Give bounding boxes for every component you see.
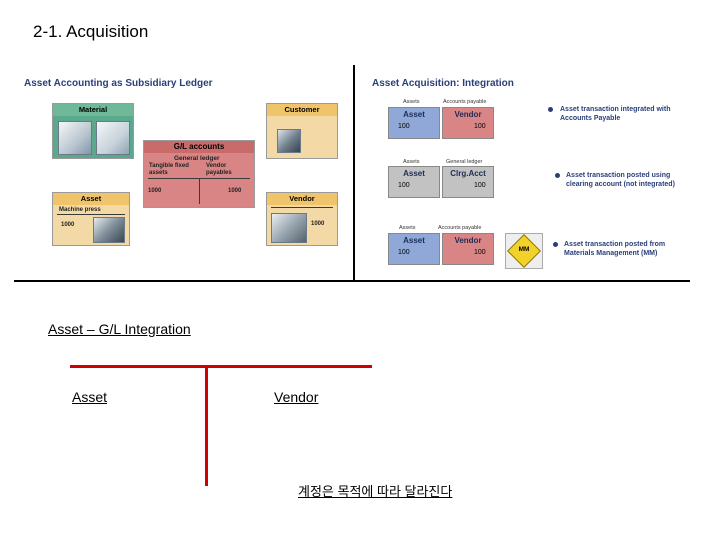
gl-accounts-label: G/L accounts bbox=[144, 141, 254, 153]
row3-bullet-text: Asset transaction posted from Materials … bbox=[564, 241, 666, 257]
material-image bbox=[58, 121, 92, 155]
row2-bullet bbox=[555, 173, 560, 178]
row2-asset-label: Asset bbox=[403, 169, 425, 178]
gl-accounts-box: G/L accounts General ledger Tangible fix… bbox=[143, 140, 255, 208]
note-text: 계정은 목적에 따라 달라진다 bbox=[298, 484, 453, 499]
mm-badge: MM bbox=[505, 233, 543, 269]
asset-box: Asset Machine press 1000 bbox=[52, 192, 130, 246]
row3-head-left: Assets bbox=[399, 225, 416, 231]
row3-head-right: Accounts payable bbox=[438, 225, 482, 231]
machine-press-label: Machine press bbox=[59, 207, 101, 213]
row2-head-left: Assets bbox=[403, 159, 420, 165]
gl-value-2: 1000 bbox=[228, 188, 242, 194]
t-account-vertical-line bbox=[205, 365, 208, 486]
machine-press-image bbox=[93, 217, 125, 243]
row1-vendor-account: Vendor 100 bbox=[442, 107, 494, 139]
vendor-image bbox=[271, 213, 307, 243]
row1-asset-account: Asset 100 bbox=[388, 107, 440, 139]
row3-bullet bbox=[553, 242, 558, 247]
row3-asset-account: Asset 100 bbox=[388, 233, 440, 265]
vendor-value: 1000 bbox=[311, 221, 325, 227]
mm-badge-label: MM bbox=[518, 246, 530, 253]
row2-clearing-value: 100 bbox=[474, 182, 486, 189]
row1-head-right: Accounts payable bbox=[443, 99, 487, 105]
t-account-asset-label: Asset bbox=[72, 389, 108, 405]
vendor-label: Vendor bbox=[267, 193, 337, 205]
row2-clearing-label: Clrg.Acct bbox=[450, 169, 486, 178]
row3-asset-value: 100 bbox=[398, 249, 410, 256]
material-image-2 bbox=[96, 121, 130, 155]
vendor-payables-label: Vendor payables bbox=[206, 163, 232, 176]
vendor-box: Vendor 1000 bbox=[266, 192, 338, 246]
right-panel-heading: Asset Acquisition: Integration bbox=[372, 78, 514, 89]
customer-box: Customer bbox=[266, 103, 338, 159]
row1-vendor-value: 100 bbox=[474, 123, 486, 130]
row1-vendor-label: Vendor bbox=[454, 110, 482, 119]
row2-bullet-text: Asset transaction posted using clearing … bbox=[566, 172, 675, 188]
customer-image bbox=[277, 129, 301, 153]
slide-title: 2-1. Acquisition bbox=[33, 22, 149, 41]
customer-label: Customer bbox=[267, 104, 337, 116]
asset-value: 1000 bbox=[61, 222, 75, 228]
t-account-horizontal-line bbox=[70, 365, 372, 368]
row1-asset-value: 100 bbox=[398, 123, 410, 130]
row3-vendor-label: Vendor bbox=[454, 236, 482, 245]
row3-vendor-value: 100 bbox=[474, 249, 486, 256]
material-label: Material bbox=[53, 104, 133, 116]
row3-vendor-account: Vendor 100 bbox=[442, 233, 494, 265]
row2-clearing-account: Clrg.Acct 100 bbox=[442, 166, 494, 198]
integration-heading: Asset – G/L Integration bbox=[48, 321, 191, 337]
vertical-divider bbox=[353, 65, 355, 280]
material-box: Material bbox=[52, 103, 134, 159]
row1-bullet-text: Asset transaction integrated with Accoun… bbox=[560, 106, 671, 122]
left-panel-heading: Asset Accounting as Subsidiary Ledger bbox=[24, 78, 213, 89]
t-account-vendor-label: Vendor bbox=[274, 389, 319, 405]
row2-asset-account: Asset 100 bbox=[388, 166, 440, 198]
row3-asset-label: Asset bbox=[403, 236, 425, 245]
tangible-assets-label: Tangible fixed assets bbox=[149, 163, 189, 176]
row1-head-left: Assets bbox=[403, 99, 420, 105]
row1-bullet bbox=[548, 107, 553, 112]
row2-head-right: General ledger bbox=[446, 159, 483, 165]
row2-asset-value: 100 bbox=[398, 182, 410, 189]
row1-asset-label: Asset bbox=[403, 110, 425, 119]
asset-label: Asset bbox=[53, 193, 129, 205]
general-ledger-label: General ledger bbox=[174, 155, 220, 162]
horizontal-divider bbox=[14, 280, 690, 282]
gl-value-1: 1000 bbox=[148, 188, 162, 194]
